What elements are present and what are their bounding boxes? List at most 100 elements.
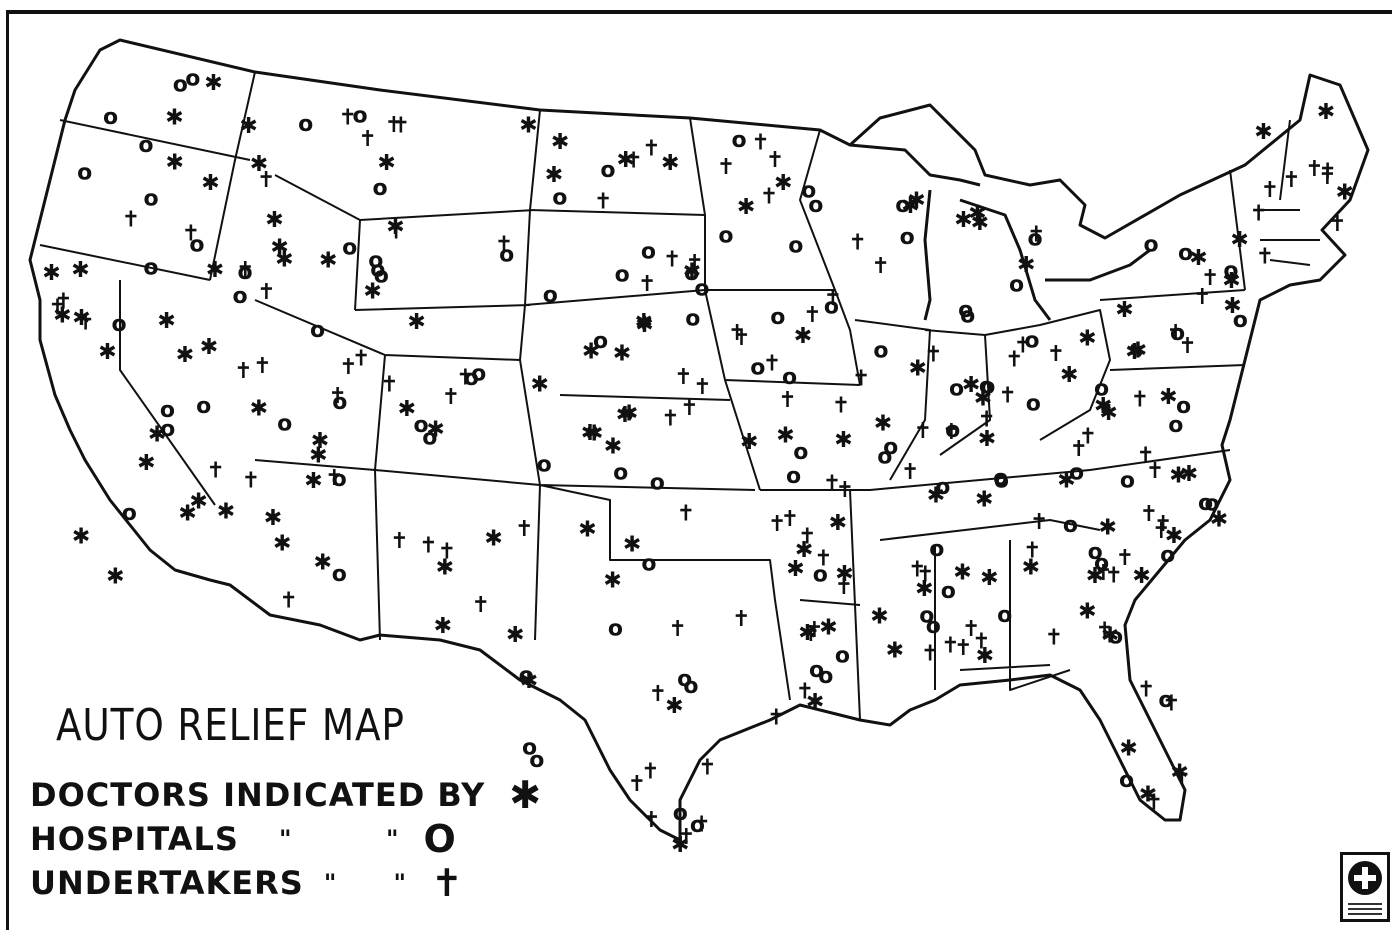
undertaker-cross-icon: ✝ — [1145, 791, 1163, 816]
hospital-circle-icon: o — [1119, 768, 1134, 793]
hospital-circle-icon: o — [813, 563, 828, 588]
doctor-asterisk-icon: ✱ — [520, 669, 538, 694]
undertaker-cross-icon: ✝ — [385, 113, 403, 138]
hospital-circle-icon: o — [353, 103, 368, 128]
doctor-asterisk-icon: ✱ — [1078, 600, 1096, 625]
doctor-asterisk-icon: ✱ — [740, 430, 758, 455]
asterisk-icon: ✱ — [509, 773, 543, 817]
hospital-circle-icon: o — [997, 603, 1012, 628]
doctor-asterisk-icon: ✱ — [603, 568, 621, 593]
hospital-circle-icon: o — [552, 186, 567, 211]
hospital-circle-icon: o — [770, 305, 785, 330]
hospital-circle-icon: o — [994, 468, 1009, 493]
doctor-asterisk-icon: ✱ — [1022, 556, 1040, 581]
undertaker-cross-icon: ✝ — [495, 233, 513, 258]
doctor-asterisk-icon: ✱ — [426, 418, 444, 443]
undertaker-cross-icon: ✝ — [1023, 539, 1041, 564]
undertaker-cross-icon: ✝ — [1256, 244, 1274, 269]
doctor-asterisk-icon: ✱ — [795, 538, 813, 563]
doctor-asterisk-icon: ✱ — [616, 403, 634, 428]
undertaker-cross-icon: ✝ — [1131, 387, 1149, 412]
undertaker-cross-icon: ✝ — [1045, 626, 1063, 651]
hospital-circle-icon: o — [1205, 492, 1220, 517]
doctor-asterisk-icon: ✱ — [314, 551, 332, 576]
undertaker-cross-icon: ✝ — [207, 459, 225, 484]
undertaker-cross-icon: ✝ — [768, 512, 786, 537]
doctor-asterisk-icon: ✱ — [604, 435, 622, 460]
hospital-circle-icon: o — [750, 355, 765, 380]
doctor-asterisk-icon: ✱ — [53, 304, 71, 329]
undertaker-cross-icon: ✝ — [798, 524, 816, 549]
undertaker-cross-icon: ✝ — [1070, 437, 1088, 462]
undertaker-cross-icon: ✝ — [1146, 459, 1164, 484]
undertaker-cross-icon: ✝ — [649, 682, 667, 707]
doctor-asterisk-icon: ✱ — [635, 310, 653, 335]
legend-row-doctors: DOCTORS INDICATED BY ✱ — [30, 773, 542, 817]
doctor-asterisk-icon: ✱ — [545, 163, 563, 188]
hospital-circle-icon: o — [809, 658, 824, 683]
hospital-circle-icon: o — [298, 112, 313, 137]
doctor-asterisk-icon: ✱ — [178, 502, 196, 527]
hospital-circle-icon: o — [788, 233, 803, 258]
undertaker-cross-icon: ✝ — [686, 251, 704, 276]
undertaker-cross-icon: ✝ — [832, 393, 850, 418]
doctor-asterisk-icon: ✱ — [434, 614, 452, 639]
undertaker-cross-icon: ✝ — [999, 383, 1017, 408]
undertaker-cross-icon: ✝ — [392, 113, 410, 138]
doctor-asterisk-icon: ✱ — [1165, 524, 1183, 549]
doctor-asterisk-icon: ✱ — [976, 644, 994, 669]
map-frame — [6, 10, 1392, 930]
undertaker-cross-icon: ✝ — [359, 127, 377, 152]
undertaker-cross-icon: ✝ — [796, 679, 814, 704]
great-lakes — [849, 143, 1151, 321]
map-title: AUTO RELIEF MAP — [56, 700, 405, 751]
undertaker-cross-icon: ✝ — [732, 607, 750, 632]
badge-cross — [1348, 861, 1382, 895]
undertaker-cross-icon: ✝ — [515, 517, 533, 542]
undertaker-cross-icon: ✝ — [805, 618, 823, 643]
undertaker-cross-icon: ✝ — [677, 502, 695, 527]
hospital-circle-icon: o — [471, 361, 486, 386]
hospital-circle-icon: o — [144, 187, 159, 212]
undertaker-cross-icon: ✝ — [1014, 334, 1032, 359]
undertaker-cross-icon: ✝ — [849, 230, 867, 255]
doctor-asterisk-icon: ✱ — [581, 421, 599, 446]
hospital-circle-icon: o — [593, 329, 608, 354]
badge-text-lines — [1348, 900, 1382, 918]
legend-row-hospitals: HOSPITALS " " O — [30, 817, 542, 861]
hospital-circle-icon: o — [818, 664, 833, 689]
hospital-circle-icon: o — [1088, 540, 1103, 565]
undertaker-cross-icon: ✝ — [456, 365, 474, 390]
doctor-asterisk-icon: ✱ — [531, 372, 549, 397]
hospital-circle-icon: o — [732, 128, 747, 153]
undertaker-cross-icon: ✝ — [339, 105, 357, 130]
doctor-asterisk-icon: ✱ — [968, 202, 986, 227]
doctor-asterisk-icon: ✱ — [1129, 339, 1147, 364]
hospital-circle-icon: o — [543, 283, 558, 308]
undertaker-cross-icon: ✝ — [442, 385, 460, 410]
doctor-asterisk-icon: ✱ — [1017, 253, 1035, 278]
hospital-circle-icon: o — [718, 224, 733, 249]
doctor-asterisk-icon: ✱ — [683, 260, 701, 285]
doctor-asterisk-icon: ✱ — [774, 171, 792, 196]
doctor-asterisk-icon: ✱ — [265, 208, 283, 233]
hospital-circle-icon: o — [1160, 543, 1175, 568]
hospital-circle-icon: o — [883, 435, 898, 460]
undertaker-cross-icon: ✝ — [339, 355, 357, 380]
map-symbols: o✱✱oo✱o✱✱✱✝✝o✝✱✝oooo✝oo✱✱✝✝✱✱✝✱ooo✝✱o✝✱✝… — [42, 67, 1354, 859]
doctor-asterisk-icon: ✱ — [1132, 564, 1150, 589]
doctor-asterisk-icon: ✱ — [250, 397, 268, 422]
undertaker-cross-icon: ✝ — [916, 563, 934, 588]
hospital-circle-icon: o — [877, 444, 892, 469]
undertaker-cross-icon: ✝ — [54, 289, 72, 314]
hospital-circle-icon: o — [793, 440, 808, 465]
doctor-asterisk-icon: ✱ — [551, 130, 569, 155]
legend-label-hospitals: HOSPITALS — [30, 820, 239, 858]
hospital-circle-icon: o — [238, 260, 253, 285]
hospital-circle-icon: o — [370, 258, 385, 283]
hospital-circle-icon: o — [1168, 413, 1183, 438]
undertaker-cross-icon: ✝ — [1154, 512, 1172, 537]
undertaker-cross-icon: ✝ — [1027, 222, 1045, 247]
undertaker-cross-icon: ✝ — [1319, 159, 1337, 184]
undertaker-cross-icon: ✝ — [1096, 619, 1114, 644]
